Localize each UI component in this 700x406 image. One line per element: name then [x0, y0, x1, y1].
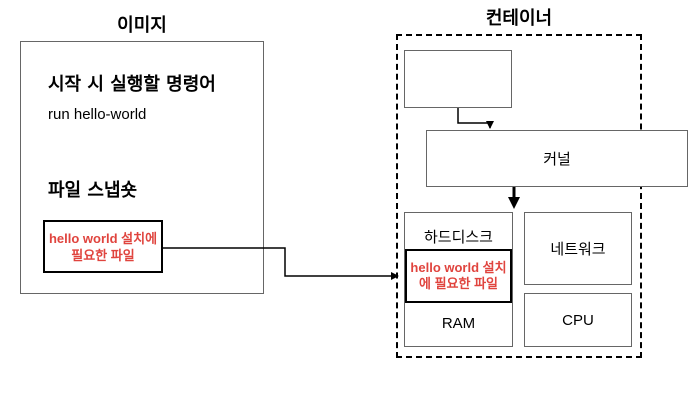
image-title: 이미지 [117, 15, 167, 36]
image-file-text: hello world 설치에 필요한 파일 [48, 230, 158, 263]
hdd-file-box: hello world 설치에 필요한 파일 [405, 249, 512, 303]
cpu-label: CPU [562, 311, 594, 329]
kernel-box: 커널 [426, 130, 688, 187]
startup-command-heading: 시작 시 실행할 명령어 [48, 74, 216, 95]
hdd-label: 하드디스크 [423, 228, 493, 246]
process-box [404, 50, 512, 108]
command-text: run hello-world [48, 106, 147, 123]
container-panel [396, 34, 642, 358]
network-box: 네트워크 [524, 212, 632, 285]
cpu-box: CPU [524, 293, 632, 347]
container-title: 컨테이너 [485, 8, 553, 29]
image-file-box: hello world 설치에 필요한 파일 [43, 220, 163, 273]
ram-label: RAM [441, 314, 476, 332]
network-label: 네트워크 [550, 241, 606, 258]
hdd-file-text: hello world 설치에 필요한 파일 [410, 260, 507, 291]
file-snapshot-heading: 파일 스냅숏 [48, 180, 138, 201]
kernel-label: 커널 [543, 151, 571, 168]
